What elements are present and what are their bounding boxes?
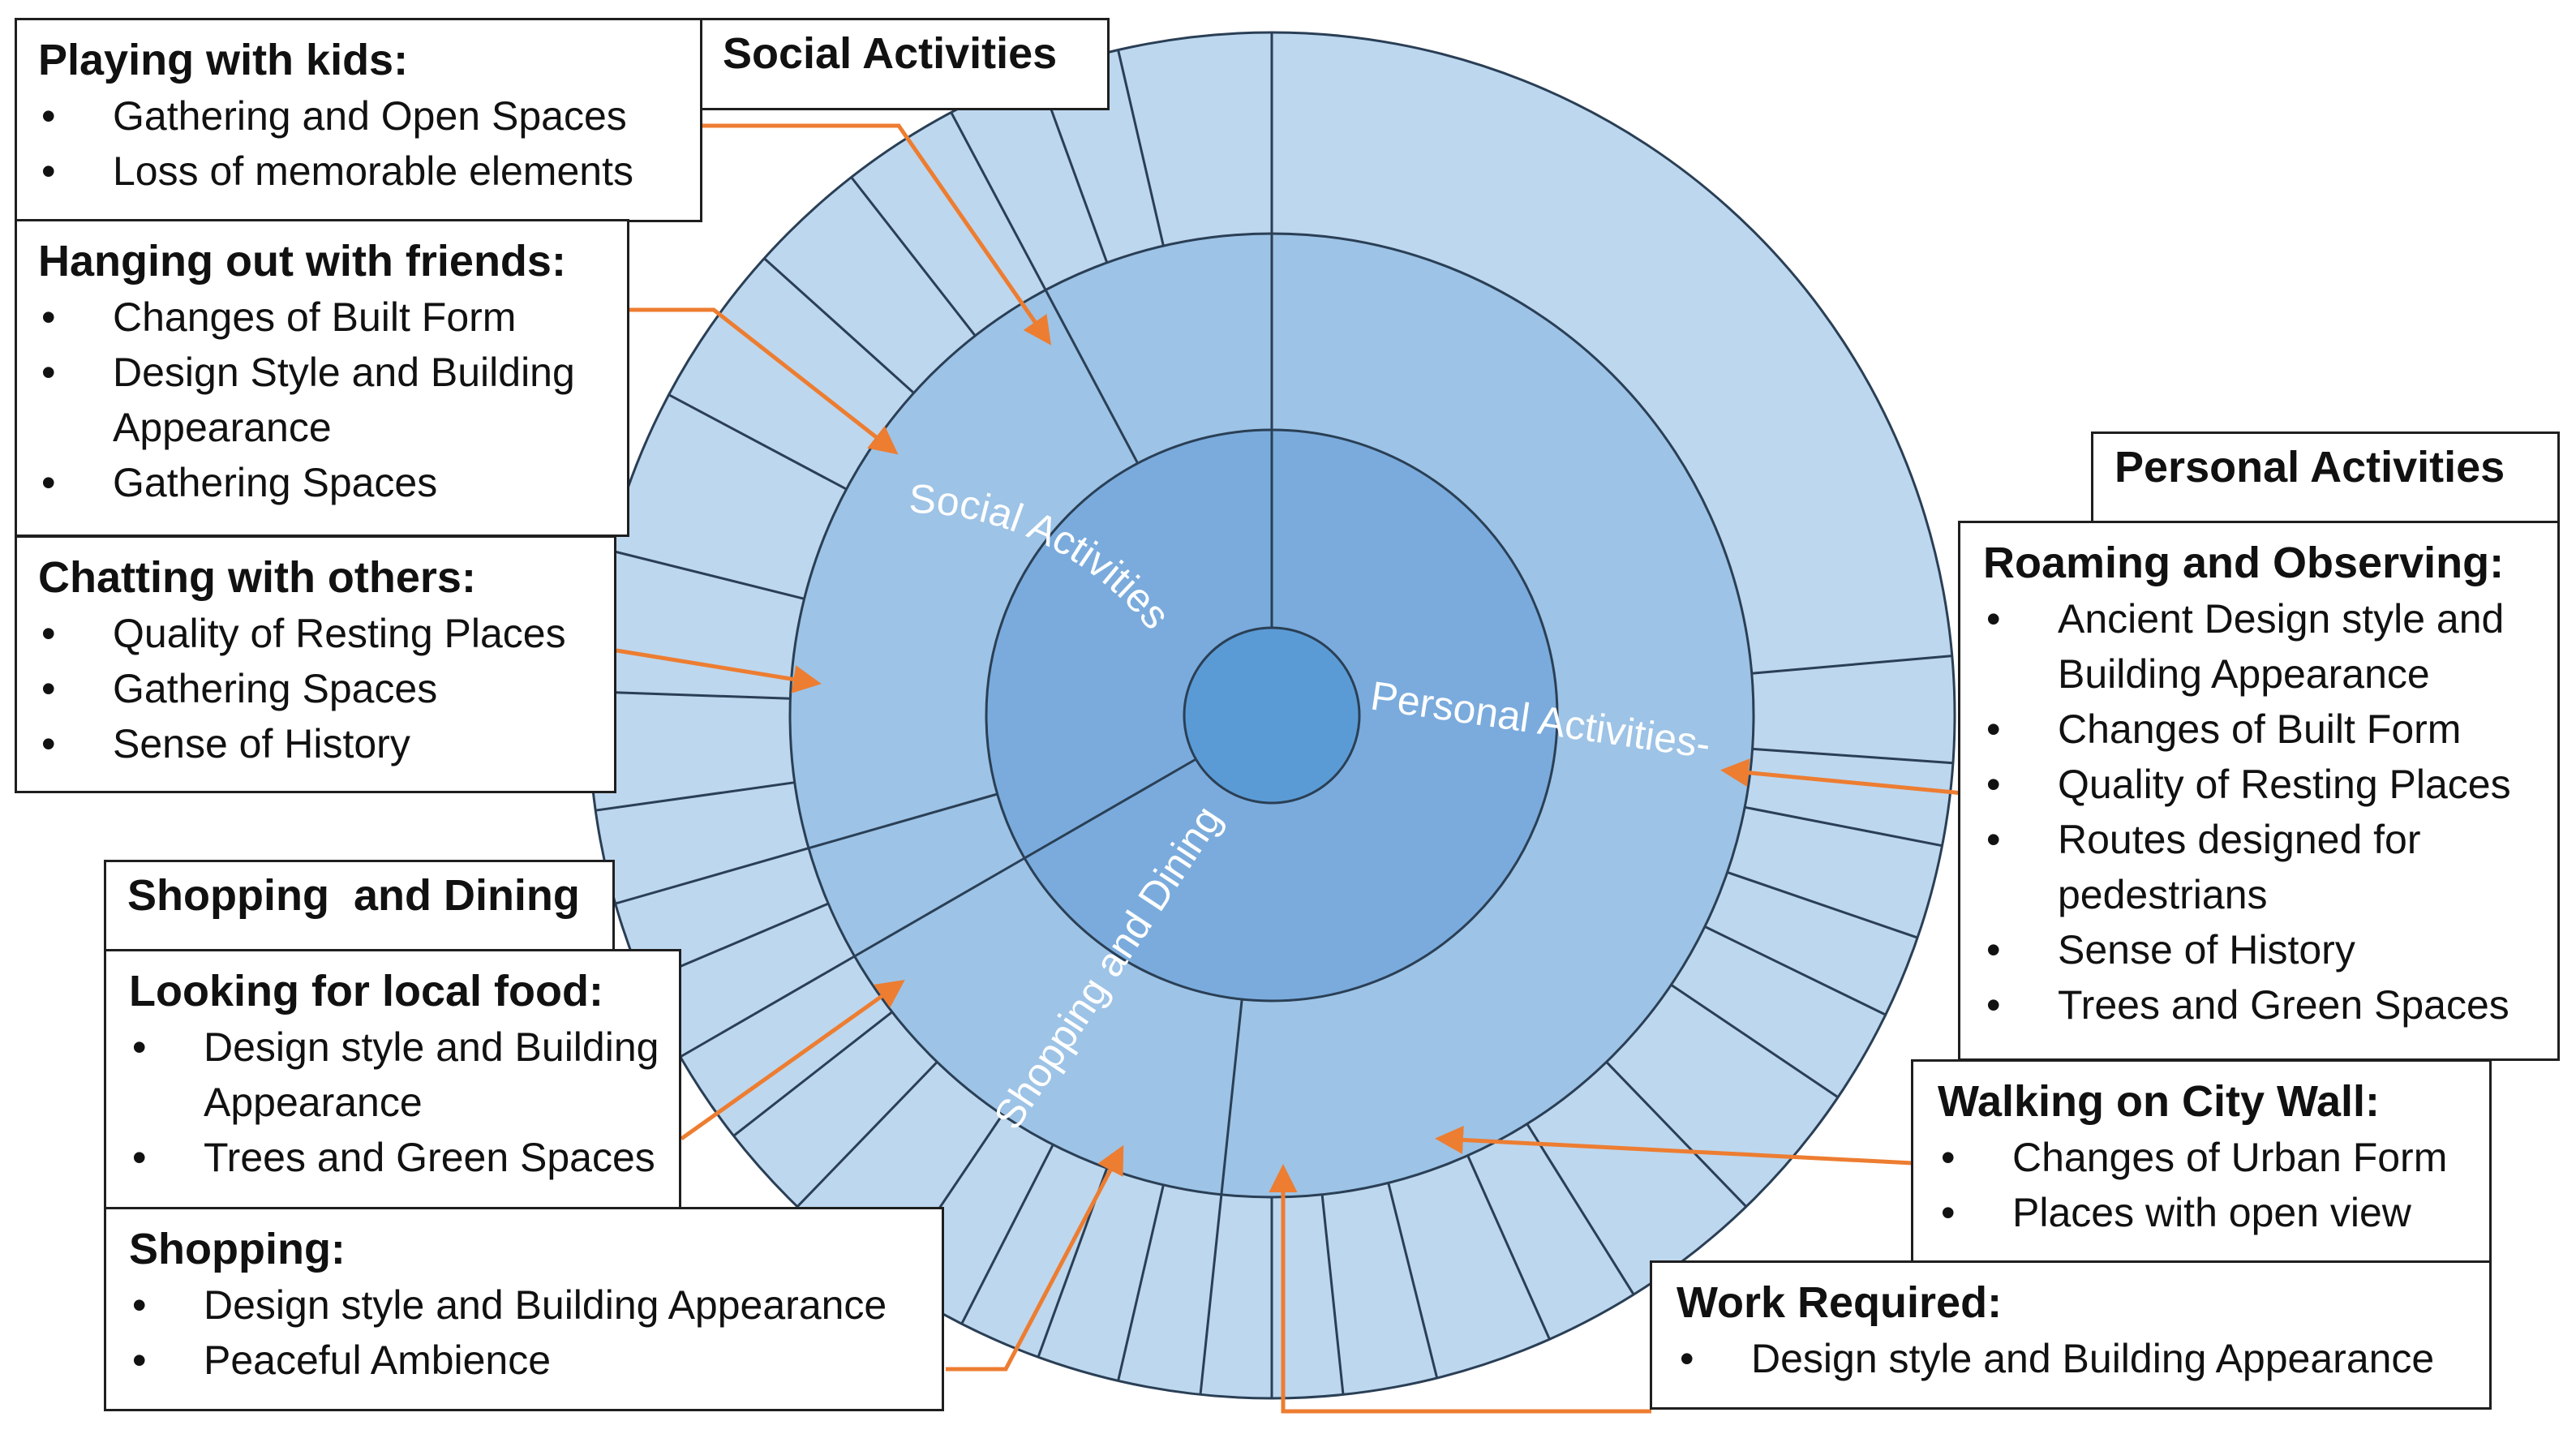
segment-divider: [1704, 925, 1887, 1016]
segment-divider: [1387, 1183, 1439, 1379]
box-list: Changes of Urban Form Places with open v…: [1938, 1130, 2471, 1240]
box-heading: Walking on City Wall:: [1938, 1077, 2380, 1126]
segment-divider: [1670, 983, 1839, 1099]
box-shopping: Shopping: Design style and Building Appe…: [104, 1207, 944, 1411]
segment-divider: [595, 781, 796, 812]
list-item: Gathering Spaces: [38, 455, 609, 510]
segment-divider: [1526, 1123, 1635, 1295]
segment-divider: [1466, 1154, 1551, 1340]
list-item: Trees and Green Spaces: [129, 1130, 661, 1185]
arrow-work: [1269, 1164, 1651, 1414]
segment-divider: [1752, 747, 1954, 765]
box-list: Quality of Resting Places Gathering Spac…: [38, 606, 596, 771]
list-item: Quality of Resting Places: [38, 606, 596, 661]
segment-divider: [1117, 1184, 1165, 1381]
box-looking-for-local-food: Looking for local food: Design style and…: [104, 949, 681, 1210]
list-item: Design style and Building Appearance: [1677, 1331, 2471, 1386]
segment-divider: [1744, 805, 1943, 848]
segment-divider: [853, 857, 1025, 958]
list-item: Changes of Built Form: [38, 290, 609, 345]
segment-divider: [950, 111, 1047, 291]
arrow-playing: [699, 123, 1051, 346]
segment-divider: [1605, 1061, 1747, 1208]
box-roaming-and-observing: Roaming and Observing: Ancient Design st…: [1958, 521, 2560, 1061]
center-circle: [1183, 626, 1361, 805]
list-item: Design style and Building Appearance: [129, 1020, 661, 1130]
segment-divider: [615, 847, 809, 905]
box-list: Design style and Building Appearance: [1677, 1331, 2471, 1386]
list-item: Sense of History: [38, 716, 596, 771]
box-playing-with-kids: Playing with kids: Gathering and Open Sp…: [15, 18, 702, 222]
list-item: Design Style and Building Appearance: [38, 345, 609, 455]
list-item: Ancient Design style and Building Appear…: [1983, 591, 2540, 702]
box-list: Gathering and Open Spaces Loss of memora…: [38, 88, 682, 199]
box-walking-on-city-wall: Walking on City Wall: Changes of Urban F…: [1911, 1059, 2492, 1264]
segment-divider: [1024, 758, 1197, 860]
segment-divider: [1751, 655, 1952, 675]
box-heading: Chatting with others:: [38, 553, 476, 602]
arrow-hanging: [629, 307, 899, 455]
list-item: Changes of Urban Form: [1938, 1130, 2471, 1185]
segment-divider: [1220, 998, 1243, 1195]
segment-divider: [668, 393, 848, 491]
box-list: Design style and Building Appearance Pea…: [129, 1277, 924, 1388]
box-heading: Roaming and Observing:: [1983, 539, 2505, 587]
list-item: Gathering and Open Spaces: [38, 88, 682, 144]
segment-divider: [1320, 1194, 1345, 1395]
list-item: Design style and Building Appearance: [129, 1277, 924, 1333]
box-work-required: Work Required: Design style and Building…: [1650, 1260, 2492, 1410]
segment-divider: [796, 1061, 938, 1208]
segment-divider: [1044, 289, 1140, 464]
middle-ring-dividers: [808, 234, 1273, 1195]
list-item: Changes of Built Form: [1983, 702, 2540, 757]
segment-divider: [732, 1011, 893, 1137]
list-item: Quality of Resting Places: [1983, 757, 2540, 812]
segment-divider: [680, 955, 856, 1058]
list-item: Gathering Spaces: [38, 661, 596, 716]
segment-divider: [1117, 49, 1165, 247]
connector-arrows: [616, 123, 1964, 1414]
box-hanging-out-with-friends: Hanging out with friends: Changes of Bui…: [15, 219, 629, 537]
box-heading: Work Required:: [1677, 1278, 2003, 1327]
arrow-wall: [1435, 1125, 1913, 1166]
inner-ring-dividers: [1024, 430, 1273, 860]
tag-shopping-and-dining: Shopping and Dining: [104, 860, 615, 952]
outer-ring-dividers: [589, 32, 1954, 1398]
list-item: Places with open view: [1938, 1185, 2471, 1240]
arrow-food: [680, 979, 905, 1141]
box-heading: Looking for local food:: [129, 967, 603, 1015]
segment-divider: [589, 690, 791, 700]
list-item: Trees and Green Spaces: [1983, 977, 2540, 1033]
segment-divider: [608, 548, 805, 600]
list-item: Peaceful Ambience: [129, 1333, 924, 1388]
tag-personal-activities: Personal Activities: [2091, 431, 2560, 524]
box-chatting-with-others: Chatting with others: Quality of Resting…: [15, 535, 616, 793]
box-list: Design style and Building Appearance Tre…: [129, 1020, 661, 1185]
box-list: Changes of Built Form Design Style and B…: [38, 290, 609, 510]
tag-social-activities: Social Activities: [699, 18, 1110, 110]
box-heading: Shopping:: [129, 1225, 346, 1273]
list-item: Loss of memorable elements: [38, 144, 682, 199]
segment-divider: [1199, 1194, 1223, 1395]
segment-divider: [808, 792, 998, 850]
segment-divider: [850, 176, 977, 337]
list-item: Sense of History: [1983, 922, 2540, 977]
list-item: Routes designed for pedestrians: [1983, 812, 2540, 922]
box-heading: Playing with kids:: [38, 36, 409, 84]
segment-divider: [960, 1144, 1054, 1325]
arrow-roaming: [1720, 758, 1964, 796]
segment-divider: [763, 257, 915, 394]
arrow-shopping: [946, 1144, 1124, 1372]
arrow-chatting: [616, 648, 822, 693]
box-heading: Hanging out with friends:: [38, 237, 566, 286]
box-list: Ancient Design style and Building Appear…: [1983, 591, 2540, 1033]
segment-divider: [1727, 870, 1918, 939]
